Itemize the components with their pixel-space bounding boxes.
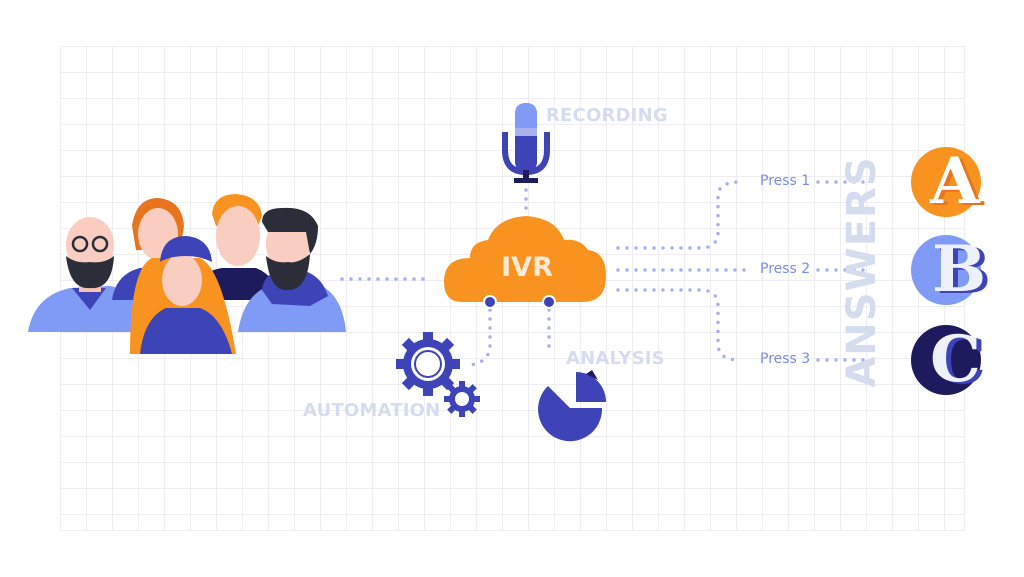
group-of-people-icon bbox=[28, 194, 346, 354]
answer-a-letter: A bbox=[930, 144, 980, 219]
automation-label: AUTOMATION bbox=[303, 400, 441, 421]
cloud-node-left bbox=[483, 295, 497, 309]
answer-b-letter: B bbox=[932, 232, 987, 307]
press-3-label: Press 3 bbox=[760, 351, 811, 367]
pie-chart-icon bbox=[538, 370, 606, 442]
ivr-cloud-icon bbox=[444, 216, 606, 302]
microphone-icon bbox=[502, 103, 550, 183]
press-3-branch bbox=[616, 288, 742, 362]
analysis-label: ANALYSIS bbox=[566, 348, 665, 369]
answer-b-circle bbox=[911, 235, 981, 305]
answer-a-circle bbox=[911, 147, 981, 217]
gears-icon bbox=[396, 332, 480, 417]
answer-c-letter: C bbox=[930, 322, 981, 397]
cloud-node-right bbox=[542, 295, 556, 309]
press-1-branch bbox=[616, 180, 742, 250]
automation-connector bbox=[468, 308, 492, 367]
answer-c-circle bbox=[911, 325, 981, 395]
answers-label: ANSWERS bbox=[839, 156, 885, 388]
ivr-label: IVR bbox=[501, 252, 553, 283]
press-2-label: Press 2 bbox=[760, 261, 811, 277]
recording-label: RECORDING bbox=[546, 105, 668, 126]
dotted-connectors bbox=[340, 180, 872, 367]
press-1-label: Press 1 bbox=[760, 173, 811, 189]
